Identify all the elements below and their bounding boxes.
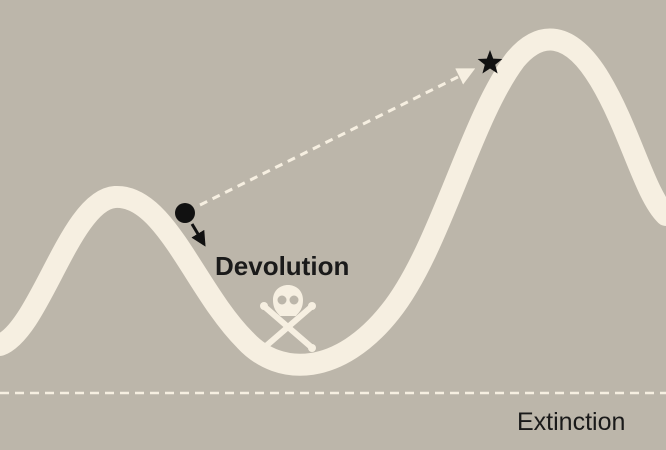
skull-and-crossbones-icon	[260, 285, 316, 352]
population-position-marker	[175, 203, 195, 223]
leap-arrow	[199, 68, 476, 207]
devolution-arrow	[190, 223, 206, 247]
peak-star-icon	[477, 50, 503, 74]
fitness-landscape-curve	[0, 28, 666, 376]
devolution-label: Devolution	[215, 251, 349, 281]
extinction-label: Extinction	[517, 408, 625, 436]
